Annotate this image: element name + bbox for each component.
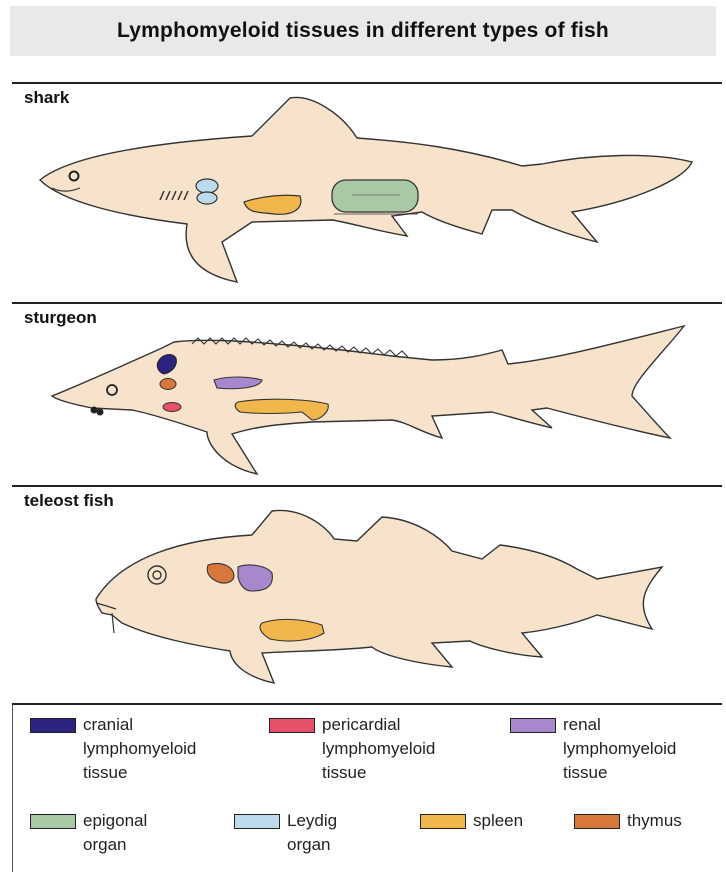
teleost-panel: teleost fish (12, 485, 722, 705)
teleost-body (96, 510, 662, 683)
legend-text: pericardial (322, 713, 435, 737)
sturgeon-illustration (12, 304, 722, 487)
legend-text: lymphomyeloid (563, 737, 676, 761)
legend-item-thymus: thymus (574, 809, 682, 833)
shark-leydig-organ (197, 192, 217, 204)
legend-text: renal (563, 713, 676, 737)
shark-illustration (12, 84, 722, 304)
shark-panel: shark (12, 82, 722, 304)
legend-text: organ (287, 833, 337, 857)
teleost-renal-tissue (238, 565, 272, 591)
leydig-swatch (234, 814, 280, 829)
legend-text: lymphomyeloid (83, 737, 196, 761)
legend-text: tissue (563, 761, 676, 785)
legend-item-spleen: spleen (420, 809, 523, 833)
teleost-spleen (260, 619, 324, 641)
legend-item-leydig: Leydig organ (234, 809, 337, 857)
legend-item-pericardial: pericardial lymphomyeloid tissue (269, 713, 435, 785)
renal-swatch (510, 718, 556, 733)
sturgeon-thymus (160, 379, 176, 390)
legend-text: Leydig (287, 809, 337, 833)
legend: cranial lymphomyeloid tissue pericardial… (12, 703, 722, 865)
legend-text: spleen (473, 809, 523, 833)
pericardial-swatch (269, 718, 315, 733)
legend-text: tissue (83, 761, 196, 785)
legend-text: cranial (83, 713, 196, 737)
cranial-swatch (30, 718, 76, 733)
epigonal-swatch (30, 814, 76, 829)
legend-item-renal: renal lymphomyeloid tissue (510, 713, 676, 785)
sturgeon-panel: sturgeon (12, 302, 722, 487)
sturgeon-pericardial-tissue (163, 403, 181, 412)
shark-leydig-organ (196, 179, 218, 193)
legend-text: tissue (322, 761, 435, 785)
spleen-swatch (420, 814, 466, 829)
shark-epigonal-organ (332, 180, 418, 212)
thymus-swatch (574, 814, 620, 829)
legend-text: lymphomyeloid (322, 737, 435, 761)
legend-item-cranial: cranial lymphomyeloid tissue (30, 713, 196, 785)
legend-item-epigonal: epigonal organ (30, 809, 147, 857)
legend-text: organ (83, 833, 147, 857)
sturgeon-body (52, 326, 684, 474)
teleost-illustration (12, 487, 722, 705)
title-banner: Lymphomyeloid tissues in different types… (10, 6, 716, 56)
legend-text: epigonal (83, 809, 147, 833)
diagram-title: Lymphomyeloid tissues in different types… (117, 19, 609, 43)
legend-text: thymus (627, 809, 682, 833)
